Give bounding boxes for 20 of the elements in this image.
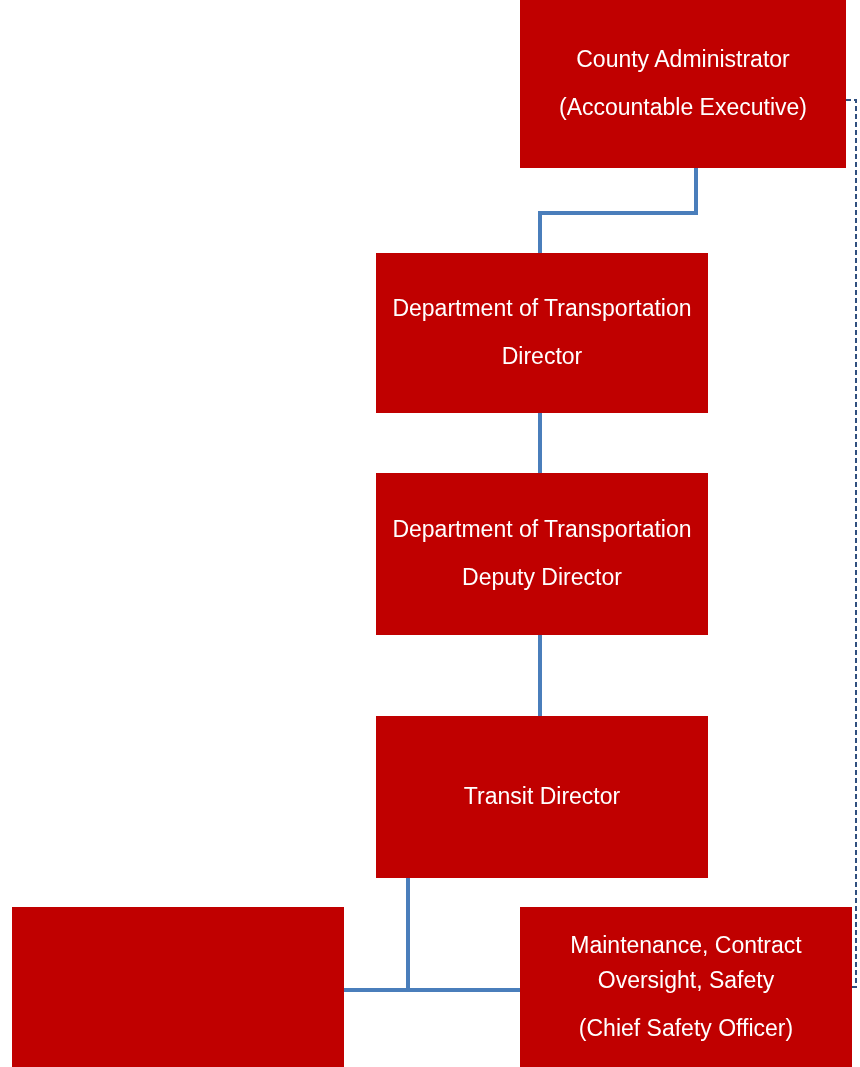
connector-line [538, 635, 542, 716]
role-title: Maintenance, Contract Oversight, Safety [569, 930, 803, 996]
role-title: (Chief Safety Officer) [578, 1013, 794, 1043]
role-title: County Administrator [576, 45, 790, 75]
role-title: Department of Transportation [392, 515, 692, 545]
connector-line [406, 878, 520, 992]
role-title: (Accountable Executive) [559, 93, 807, 122]
connector-line [538, 168, 698, 253]
role-title: Department of Transportation [392, 294, 692, 324]
role-title: Transit Director [463, 782, 621, 812]
role-title: Director [501, 342, 583, 371]
role-box [376, 716, 708, 878]
empty-box [12, 907, 344, 1067]
role-box [376, 473, 708, 635]
role-title: Deputy Director [462, 563, 622, 592]
role-box [376, 253, 708, 413]
role-box [520, 907, 852, 1067]
dashed-connector [845, 99, 857, 988]
connector-line [538, 413, 542, 473]
role-box [520, 0, 846, 168]
